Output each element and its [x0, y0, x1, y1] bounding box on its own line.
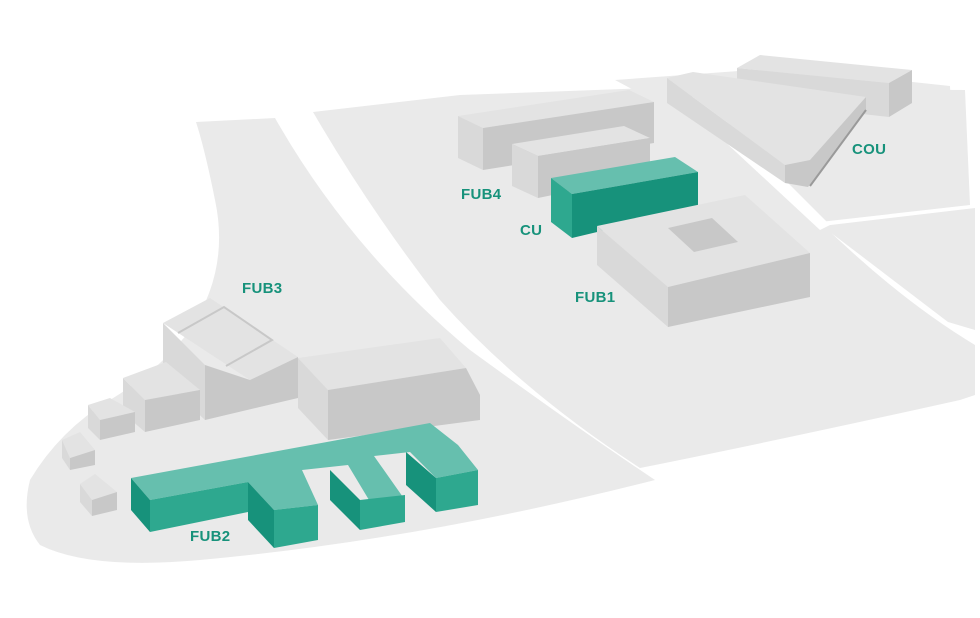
label-cou: COU — [852, 141, 887, 158]
building-fub1 — [597, 195, 810, 327]
label-fub1: FUB1 — [575, 289, 616, 306]
building-fub3 — [62, 298, 480, 516]
building-fub2 — [131, 423, 478, 548]
ground-area-left — [26, 118, 655, 563]
building-cu — [551, 157, 698, 238]
label-fub3: FUB3 — [242, 280, 283, 297]
building-cou — [667, 55, 912, 187]
cou-edge-line — [809, 109, 867, 187]
label-cu: CU — [520, 222, 543, 239]
ground-area-southeast — [822, 208, 975, 330]
label-fub4: FUB4 — [461, 186, 502, 203]
label-fub2: FUB2 — [190, 528, 231, 545]
